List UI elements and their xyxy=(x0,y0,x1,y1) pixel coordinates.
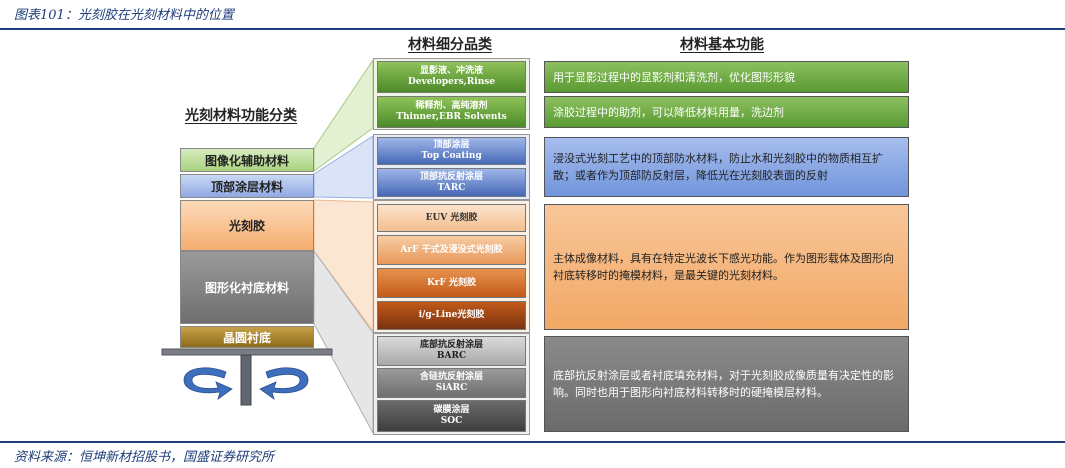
sub-line2: Top Coating xyxy=(421,151,482,161)
header-subcategories: 材料细分品类 xyxy=(408,37,492,53)
sub-line1: 含硅抗反射涂层 xyxy=(419,372,483,382)
sub-line1: EUV 光刻胶 xyxy=(425,212,478,223)
func-developers: 用于显影过程中的显影剂和清洗剂，优化图形形貌 xyxy=(544,61,909,93)
header-basic-functions: 材料基本功能 xyxy=(680,37,764,53)
func-pattern-substrate: 底部抗反射涂层或者衬底填充材料，对于光刻胶成像质量有决定性的影响。同时也用于图形… xyxy=(544,336,909,432)
sub-line2: TARC xyxy=(437,182,466,193)
sub-krf: KrF 光刻胶 xyxy=(377,268,526,298)
func-text: 底部抗反射涂层或者衬底填充材料，对于光刻胶成像质量有决定性的影响。同时也用于图形… xyxy=(553,369,894,399)
sub-line1: 顶部抗反射涂层 xyxy=(419,171,483,182)
sub-line2: Thinner,EBR Solvents xyxy=(396,112,507,122)
stack-label: 图像化辅助材料 xyxy=(204,153,289,168)
sub-line1: KrF 光刻胶 xyxy=(426,277,477,288)
chuck-plate xyxy=(161,348,333,356)
figure-caption: 图表101：光刻胶在光刻材料中的位置 xyxy=(14,8,234,23)
chuck-shaft xyxy=(240,354,252,406)
sub-arf: ArF 干式及浸没式光刻胶 xyxy=(377,235,526,265)
rotate-left-icon xyxy=(183,367,233,400)
header-function-classes: 光刻材料功能分类 xyxy=(185,108,297,124)
stack-label: 光刻胶 xyxy=(228,219,265,233)
stack-label: 图形化衬底材料 xyxy=(204,281,289,295)
sub-euv: EUV 光刻胶 xyxy=(377,204,526,232)
sub-line1: i/g-Line光刻胶 xyxy=(418,310,485,320)
stack-label: 顶部涂层材料 xyxy=(210,179,283,194)
sub-line2: Developers,Rinse xyxy=(407,77,496,87)
sub-line2: BARC xyxy=(436,351,467,361)
stack-wafer-substrate: 晶圆衬底 xyxy=(180,326,314,348)
stack-pattern-substrate: 图形化衬底材料 xyxy=(180,251,314,324)
sub-line1: 顶部涂层 xyxy=(433,140,470,150)
func-thinner: 涂胶过程中的助剂，可以降低材料用量，洗边剂 xyxy=(544,96,909,128)
sub-line1: 碳膜涂层 xyxy=(433,405,470,415)
source-note: 资料来源：恒坤新材招股书，国盛证券研究所 xyxy=(14,450,275,465)
sub-igline: i/g-Line光刻胶 xyxy=(377,301,526,330)
func-text: 浸没式光刻工艺中的顶部防水材料，防止水和光刻胶中的物质相互扩散；或者作为顶部防反… xyxy=(553,152,883,182)
sub-line1: 稀释剂、高纯溶剂 xyxy=(415,101,488,111)
stack-top-coating: 顶部涂层材料 xyxy=(180,174,314,198)
func-text: 主体成像材料，具有在特定光波长下感光功能。作为图形载体及图形向衬底转移时的掩模材… xyxy=(553,252,894,282)
sub-line1: 底部抗反射涂层 xyxy=(419,340,483,350)
func-text: 涂胶过程中的助剂，可以降低材料用量，洗边剂 xyxy=(553,105,784,119)
stack-label: 晶圆衬底 xyxy=(222,330,271,345)
stack-photoresist: 光刻胶 xyxy=(180,200,314,251)
func-top-coating: 浸没式光刻工艺中的顶部防水材料，防止水和光刻胶中的物质相互扩散；或者作为顶部防反… xyxy=(544,137,909,197)
top-rule xyxy=(0,28,1065,30)
sub-line1: ArF 干式及浸没式光刻胶 xyxy=(400,244,503,255)
rotate-right-icon xyxy=(259,367,309,400)
func-text: 用于显影过程中的显影剂和清洗剂，优化图形形貌 xyxy=(553,70,795,84)
sub-line2: SiARC xyxy=(435,383,468,393)
bottom-rule xyxy=(0,441,1065,443)
stack-imaging-aux: 图像化辅助材料 xyxy=(180,148,314,172)
sub-line1: 显影液、冲洗液 xyxy=(419,66,483,76)
func-photoresist: 主体成像材料，具有在特定光波长下感光功能。作为图形载体及图形向衬底转移时的掩模材… xyxy=(544,204,909,330)
sub-line2: SOC xyxy=(440,416,463,426)
